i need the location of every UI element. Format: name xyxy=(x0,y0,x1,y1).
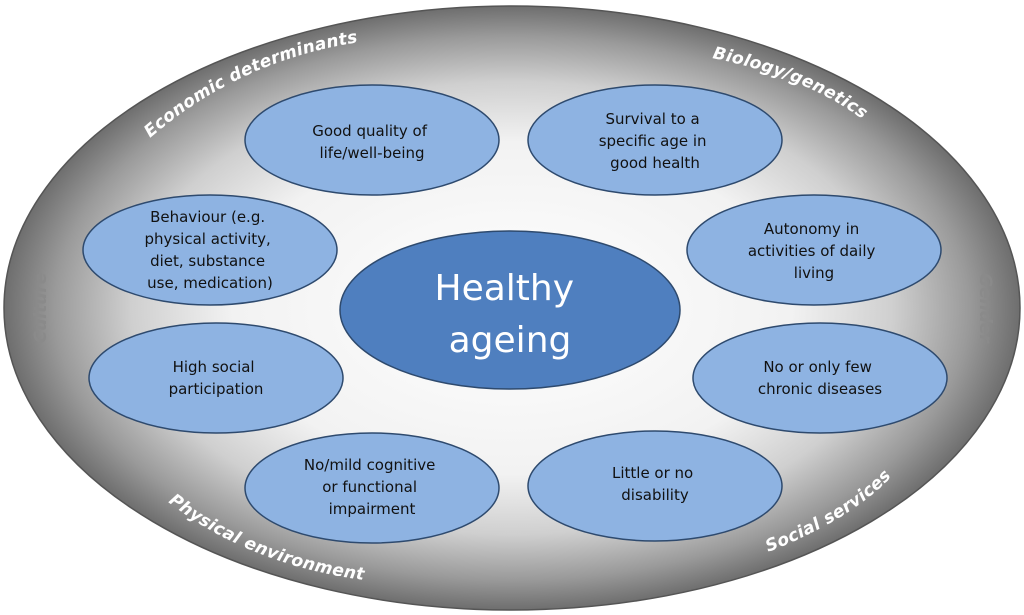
node-survival: Survival to a specific age in good healt… xyxy=(527,84,783,196)
svg-text:High social participatio: High social participation xyxy=(169,358,264,398)
node-quality-of-life: Good quality of life/well-being xyxy=(244,84,500,196)
node-social-participation: High social participation xyxy=(88,322,344,434)
svg-text:Good quality of life/wel: Good quality of life/well-being xyxy=(312,122,432,162)
node-chronic-diseases: No or only few chronic diseases xyxy=(692,322,948,434)
svg-text:No or only few chronic d: No or only few chronic diseases xyxy=(758,358,882,398)
node-behaviour: Behaviour (e.g. physical activity, diet,… xyxy=(82,194,338,306)
svg-text:Behaviour (e.g. physical: Behaviour (e.g. physical activity, diet,… xyxy=(144,208,275,292)
svg-text:Autonomy in activities o: Autonomy in activities of daily living xyxy=(748,220,880,282)
label-gender: Gender xyxy=(975,273,995,344)
svg-text:Survival to a specific a: Survival to a specific age in good healt… xyxy=(599,110,712,172)
label-culture: Culture xyxy=(31,273,51,344)
svg-text:No/mild cognitive or fun: No/mild cognitive or functional impairme… xyxy=(304,456,440,518)
node-healthy-ageing: Healthy ageing xyxy=(339,230,681,390)
svg-text:Healthy ageing: Healthy ageing xyxy=(435,268,586,361)
node-cognitive: No/mild cognitive or functional impairme… xyxy=(244,432,500,544)
node-autonomy: Autonomy in activities of daily living xyxy=(686,194,942,306)
svg-text:Little or no disability: Little or no disability xyxy=(612,464,698,504)
node-disability: Little or no disability xyxy=(527,430,783,542)
